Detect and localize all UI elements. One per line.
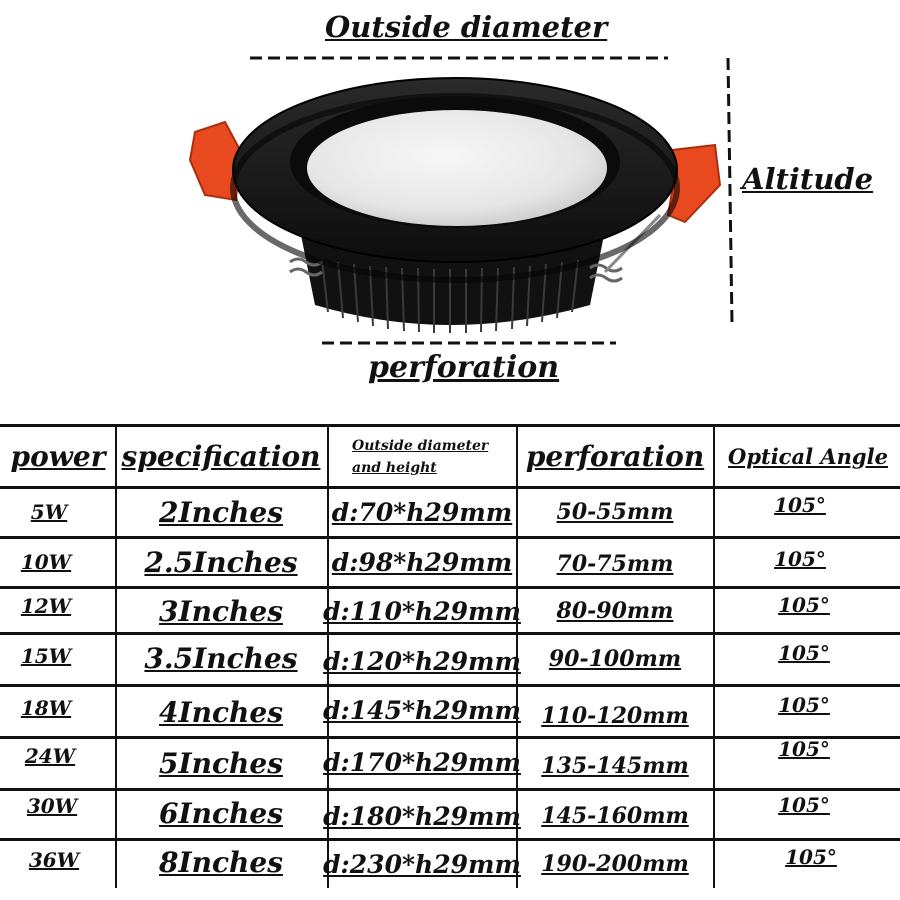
row-divider bbox=[0, 788, 900, 791]
column-divider bbox=[516, 424, 518, 888]
perforation-label: perforation bbox=[368, 350, 560, 385]
table-cell-size: d:110*h29mm bbox=[323, 596, 521, 626]
column-divider bbox=[115, 424, 117, 888]
table-cell-size: d:170*h29mm bbox=[323, 747, 521, 777]
table-cell-size: d:98*h29mm bbox=[331, 547, 513, 577]
header-outside-line2: and height bbox=[352, 460, 437, 476]
table-cell-spec: 2Inches bbox=[159, 495, 283, 529]
altitude-label: Altitude bbox=[742, 162, 874, 196]
row-divider bbox=[0, 838, 900, 841]
table-cell-power: 5W bbox=[30, 500, 68, 524]
table-cell-perforation: 70-75mm bbox=[556, 551, 674, 577]
table-cell-power: 12W bbox=[20, 594, 72, 618]
table-cell-size: d:70*h29mm bbox=[331, 497, 513, 527]
column-divider bbox=[327, 424, 329, 888]
table-cell-size: d:180*h29mm bbox=[323, 801, 521, 831]
header-specification: specification bbox=[121, 439, 321, 473]
table-cell-power: 10W bbox=[20, 550, 72, 574]
table-cell-power: 30W bbox=[26, 794, 78, 818]
table-cell-angle: 105° bbox=[785, 845, 837, 869]
table-cell-spec: 8Inches bbox=[159, 845, 283, 879]
table-cell-spec: 6Inches bbox=[159, 796, 283, 830]
table-cell-perforation: 90-100mm bbox=[548, 646, 682, 672]
header-optical-angle: Optical Angle bbox=[728, 443, 888, 469]
table-cell-perforation: 135-145mm bbox=[541, 753, 689, 779]
table-cell-angle: 105° bbox=[774, 547, 826, 571]
spec-table: power specification Outside diameter and… bbox=[0, 424, 900, 890]
table-cell-size: d:120*h29mm bbox=[323, 646, 521, 676]
table-cell-angle: 105° bbox=[778, 693, 830, 717]
table-cell-spec: 3.5Inches bbox=[144, 641, 298, 675]
table-cell-perforation: 190-200mm bbox=[541, 851, 689, 877]
table-cell-angle: 105° bbox=[774, 493, 826, 517]
table-cell-perforation: 80-90mm bbox=[556, 598, 674, 624]
table-cell-power: 15W bbox=[20, 644, 72, 668]
table-cell-spec: 5Inches bbox=[159, 746, 283, 780]
row-divider bbox=[0, 736, 900, 739]
table-cell-size: d:230*h29mm bbox=[323, 849, 521, 879]
table-cell-power: 36W bbox=[28, 848, 80, 872]
table-cell-power: 18W bbox=[20, 696, 72, 720]
row-divider bbox=[0, 536, 900, 539]
row-divider bbox=[0, 684, 900, 687]
table-cell-perforation: 145-160mm bbox=[541, 803, 689, 829]
table-cell-spec: 3Inches bbox=[159, 594, 283, 628]
altitude-guide bbox=[726, 57, 734, 325]
row-divider bbox=[0, 486, 900, 489]
outside-diameter-label: Outside diameter bbox=[325, 10, 608, 44]
table-cell-spec: 2.5Inches bbox=[144, 545, 298, 579]
table-cell-angle: 105° bbox=[778, 593, 830, 617]
row-divider bbox=[0, 632, 900, 635]
header-perforation: perforation bbox=[525, 439, 705, 473]
downlight-image bbox=[188, 77, 722, 333]
table-cell-perforation: 110-120mm bbox=[541, 703, 689, 729]
table-cell-angle: 105° bbox=[778, 737, 830, 761]
column-divider bbox=[713, 424, 715, 888]
table-cell-angle: 105° bbox=[778, 641, 830, 665]
table-cell-power: 24W bbox=[24, 744, 76, 768]
table-cell-spec: 4Inches bbox=[159, 695, 283, 729]
table-cell-size: d:145*h29mm bbox=[323, 695, 521, 725]
table-cell-perforation: 50-55mm bbox=[556, 499, 674, 525]
table-cell-angle: 105° bbox=[778, 793, 830, 817]
header-outside-diameter-height: Outside diameter and height bbox=[330, 430, 514, 484]
table-border bbox=[0, 424, 900, 427]
header-outside-line1: Outside diameter bbox=[352, 438, 489, 454]
row-divider bbox=[0, 586, 900, 589]
product-diagram bbox=[188, 56, 734, 345]
header-power: power bbox=[10, 439, 106, 473]
